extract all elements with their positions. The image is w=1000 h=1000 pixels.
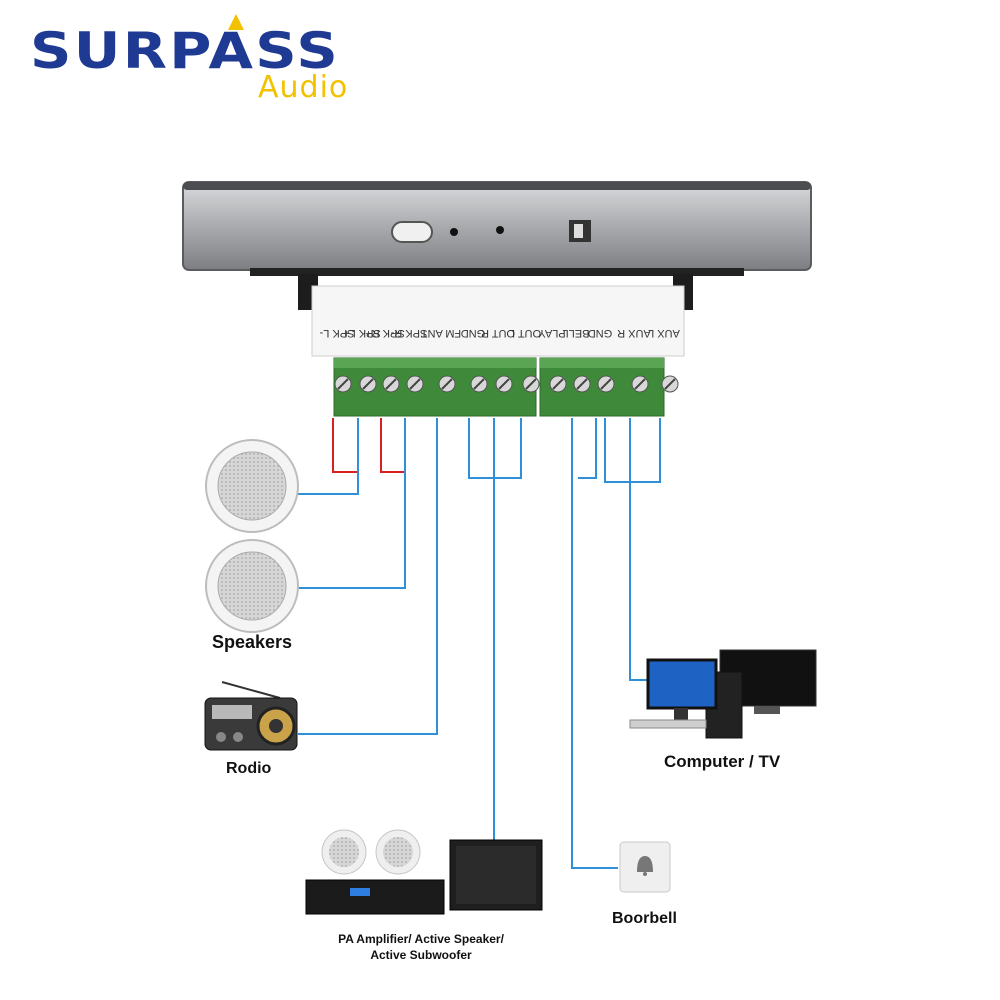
power-switch-icon xyxy=(391,221,433,243)
computer-tv-icon xyxy=(629,649,817,739)
terminal-label: OUT R xyxy=(481,327,515,339)
screw-slot-icon xyxy=(362,378,374,390)
screw-slot-icon xyxy=(337,378,349,390)
brand-logo-sub: Audio xyxy=(258,70,349,105)
terminal-label: GND xyxy=(588,327,613,339)
terminal-label: AUX R xyxy=(617,327,651,339)
screw-slot-icon xyxy=(600,378,612,390)
terminal-label: SPK L- xyxy=(319,327,354,339)
indicator-led-icon xyxy=(450,228,458,236)
screw-slot-icon xyxy=(664,378,676,390)
logo-swoosh-icon xyxy=(228,14,244,30)
terminal-label: SPK L+ xyxy=(343,327,381,339)
terminal-label: BELL xyxy=(563,327,590,339)
control-panel xyxy=(182,181,812,357)
ceiling-speaker-icon xyxy=(205,539,299,633)
terminal-label: GND xyxy=(461,327,486,339)
screw-slot-icon xyxy=(634,378,646,390)
terminal-label: AUX L xyxy=(648,327,680,339)
computer-tv-label: Computer / TV xyxy=(664,752,781,771)
radio-label: Rodio xyxy=(226,760,272,777)
screw-slot-icon xyxy=(385,378,397,390)
pa-label-line2: Active Subwoofer xyxy=(370,948,472,962)
speakers-label: Speakers xyxy=(212,632,293,652)
screw-slot-icon xyxy=(525,378,537,390)
terminal-label: SPK R+ xyxy=(365,327,404,339)
pa-label-line1: PA Amplifier/ Active Speaker/ xyxy=(338,932,504,946)
terminal-label: FM ANT xyxy=(421,327,462,339)
terminal-label: PLAY xyxy=(538,327,566,339)
microphone-hole-icon xyxy=(496,226,504,234)
screw-slot-icon xyxy=(552,378,564,390)
doorbell-label: Boorbell xyxy=(612,910,677,927)
screw-slot-icon xyxy=(498,378,510,390)
screw-slot-icon xyxy=(473,378,485,390)
screw-slot-icon xyxy=(409,378,421,390)
terminal-label: OUT L xyxy=(509,327,541,339)
doorbell-icon xyxy=(619,841,671,893)
brand-logo: SURPASS xyxy=(30,22,341,80)
ceiling-speaker-icon xyxy=(205,439,299,533)
terminal-label: SPK R- xyxy=(390,327,427,339)
terminal-screws xyxy=(334,375,679,393)
screw-slot-icon xyxy=(576,378,588,390)
radio-icon xyxy=(204,681,298,751)
wiring xyxy=(298,418,661,869)
pa-amplifier-icon xyxy=(305,829,543,915)
screw-slot-icon xyxy=(441,378,453,390)
